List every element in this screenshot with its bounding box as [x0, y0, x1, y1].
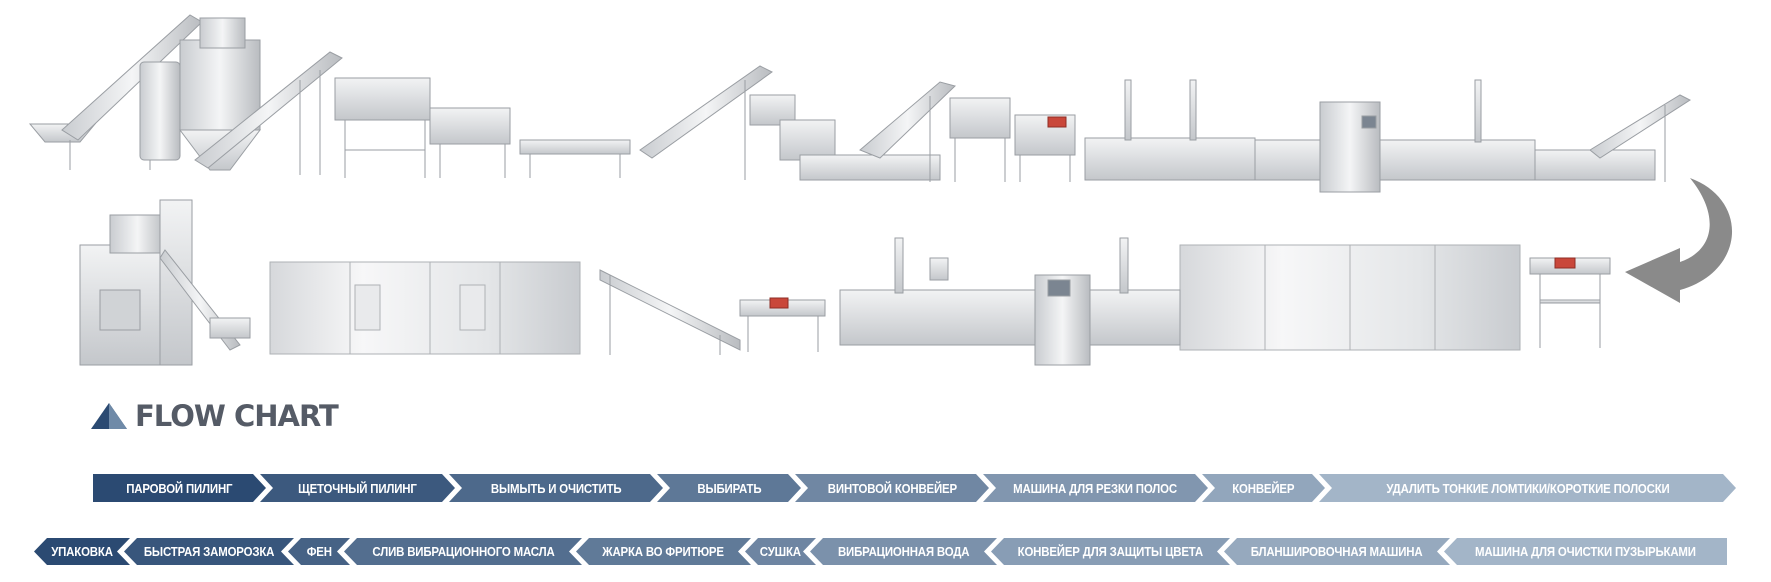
strip-cutter — [949, 97, 1076, 182]
chevron-shape — [124, 538, 294, 565]
process-step-label: БЛАНШИРОВОЧНАЯ МАШИНА — [1251, 544, 1423, 559]
vibration-oil-drain — [739, 297, 826, 352]
process-step-label: УПАКОВКА — [51, 544, 113, 559]
process-step-label: ВЫБИРАТЬ — [696, 480, 762, 496]
row2-step-6: СУШКА — [745, 538, 816, 565]
bucket-conveyor — [599, 269, 741, 355]
row2-step-1: УПАКОВКА — [34, 538, 130, 565]
quick-freezer-tunnel — [269, 261, 581, 355]
chevron-shape — [991, 538, 1230, 565]
row2-step-9: БЛАНШИРОВОЧНАЯ МАШИНА — [1224, 538, 1450, 565]
process-step-label: КОНВЕЙЕР ДЛЯ ЗАЩИТЫ ЦВЕТА — [1017, 544, 1204, 559]
inclined-conveyor-1 — [194, 51, 343, 175]
process-step-label: СУШКА — [759, 544, 802, 559]
flow-chart-heading: FLOW CHART — [91, 398, 339, 434]
chevron-shape — [1319, 474, 1736, 502]
chevron-shape — [810, 538, 997, 565]
process-step-label: ЖАРКА ВО ФРИТЮРЕ — [602, 544, 725, 559]
row2-step-8: КОНВЕЙЕР ДЛЯ ЗАЩИТЫ ЦВЕТА — [991, 538, 1230, 565]
row1-step-7: КОНВЕЙЕР — [1202, 474, 1325, 502]
chevron-shape — [1444, 538, 1727, 565]
row2-step-5: ЖАРКА ВО ФРИТЮРЕ — [576, 538, 751, 565]
chevron-shape — [449, 474, 663, 502]
chevron-shape — [34, 538, 130, 565]
process-step-label: УДАЛИТЬ ТОНКИЕ ЛОМТИКИ/КОРОТКИЕ ПОЛОСКИ — [1385, 480, 1670, 496]
process-step-label: МАШИНА ДЛЯ ОЧИСТКИ ПУЗЫРЬКАМИ — [1475, 544, 1696, 559]
chevron-shape — [576, 538, 751, 565]
triangle-logo-icon — [91, 403, 127, 429]
flow-chart-title: FLOW CHART — [135, 399, 339, 433]
chevron-shape — [344, 538, 582, 565]
chevron-shape — [983, 474, 1208, 502]
row1-step-2: ЩЕТОЧНЫЙ ПИЛИНГ — [260, 474, 455, 502]
row1-step-3: ВЫМЫТЬ И ОЧИСТИТЬ — [449, 474, 663, 502]
chevron-shape — [93, 474, 266, 502]
row1-step-1: ПАРОВОЙ ПИЛИНГ — [93, 474, 266, 502]
chevron-shape — [288, 538, 350, 565]
chevron-shape — [1202, 474, 1325, 502]
row1-step-6: МАШИНА ДЛЯ РЕЗКИ ПОЛОС — [983, 474, 1208, 502]
chevron-shape — [260, 474, 455, 502]
chevron-shape — [745, 538, 816, 565]
process-step-label: ПАРОВОЙ ПИЛИНГ — [126, 480, 233, 496]
chevron-shape — [657, 474, 801, 502]
process-step-label: ЩЕТОЧНЫЙ ПИЛИНГ — [298, 480, 417, 496]
chevron-shape — [1224, 538, 1450, 565]
process-step-label: ФЕН — [306, 544, 332, 559]
fryer-bottom — [839, 237, 1181, 366]
curved-direction-arrow — [1625, 178, 1733, 303]
row2-step-2: БЫСТРАЯ ЗАМОРОЗКА — [124, 538, 294, 565]
production-line-illustration — [28, 14, 1733, 366]
brush-peeler — [334, 77, 631, 178]
process-step-label: ВИНТОВОЙ КОНВЕЙЕР — [827, 480, 957, 496]
bubble-washer — [1529, 257, 1611, 348]
chevron-shape — [795, 474, 989, 502]
row2-step-3: ФЕН — [288, 538, 350, 565]
row1-step-8: УДАЛИТЬ ТОНКИЕ ЛОМТИКИ/КОРОТКИЕ ПОЛОСКИ — [1319, 474, 1736, 502]
blancher-fryer-top — [1084, 79, 1692, 193]
inclined-conveyor-2 — [639, 65, 773, 180]
row1-step-5: ВИНТОВОЙ КОНВЕЙЕР — [795, 474, 989, 502]
process-step-label: КОНВЕЙЕР — [1232, 480, 1295, 496]
row2-step-10: МАШИНА ДЛЯ ОЧИСТКИ ПУЗЫРЬКАМИ — [1444, 538, 1727, 565]
row2-step-7: ВИБРАЦИОННАЯ ВОДА — [810, 538, 997, 565]
process-step-label: МАШИНА ДЛЯ РЕЗКИ ПОЛОС — [1013, 480, 1178, 496]
process-step-label: СЛИВ ВИБРАЦИОННОГО МАСЛА — [371, 544, 555, 559]
screw-conveyor — [749, 81, 956, 182]
process-step-label: ВЫМЫТЬ И ОЧИСТИТЬ — [490, 480, 622, 496]
process-step-label: ВИБРАЦИОННАЯ ВОДА — [837, 544, 970, 559]
packaging-machine — [79, 199, 251, 366]
row2-step-4: СЛИВ ВИБРАЦИОННОГО МАСЛА — [344, 538, 582, 565]
blanching-cabinets — [1179, 244, 1521, 351]
process-step-label: БЫСТРАЯ ЗАМОРОЗКА — [143, 544, 275, 559]
row1-step-4: ВЫБИРАТЬ — [657, 474, 801, 502]
